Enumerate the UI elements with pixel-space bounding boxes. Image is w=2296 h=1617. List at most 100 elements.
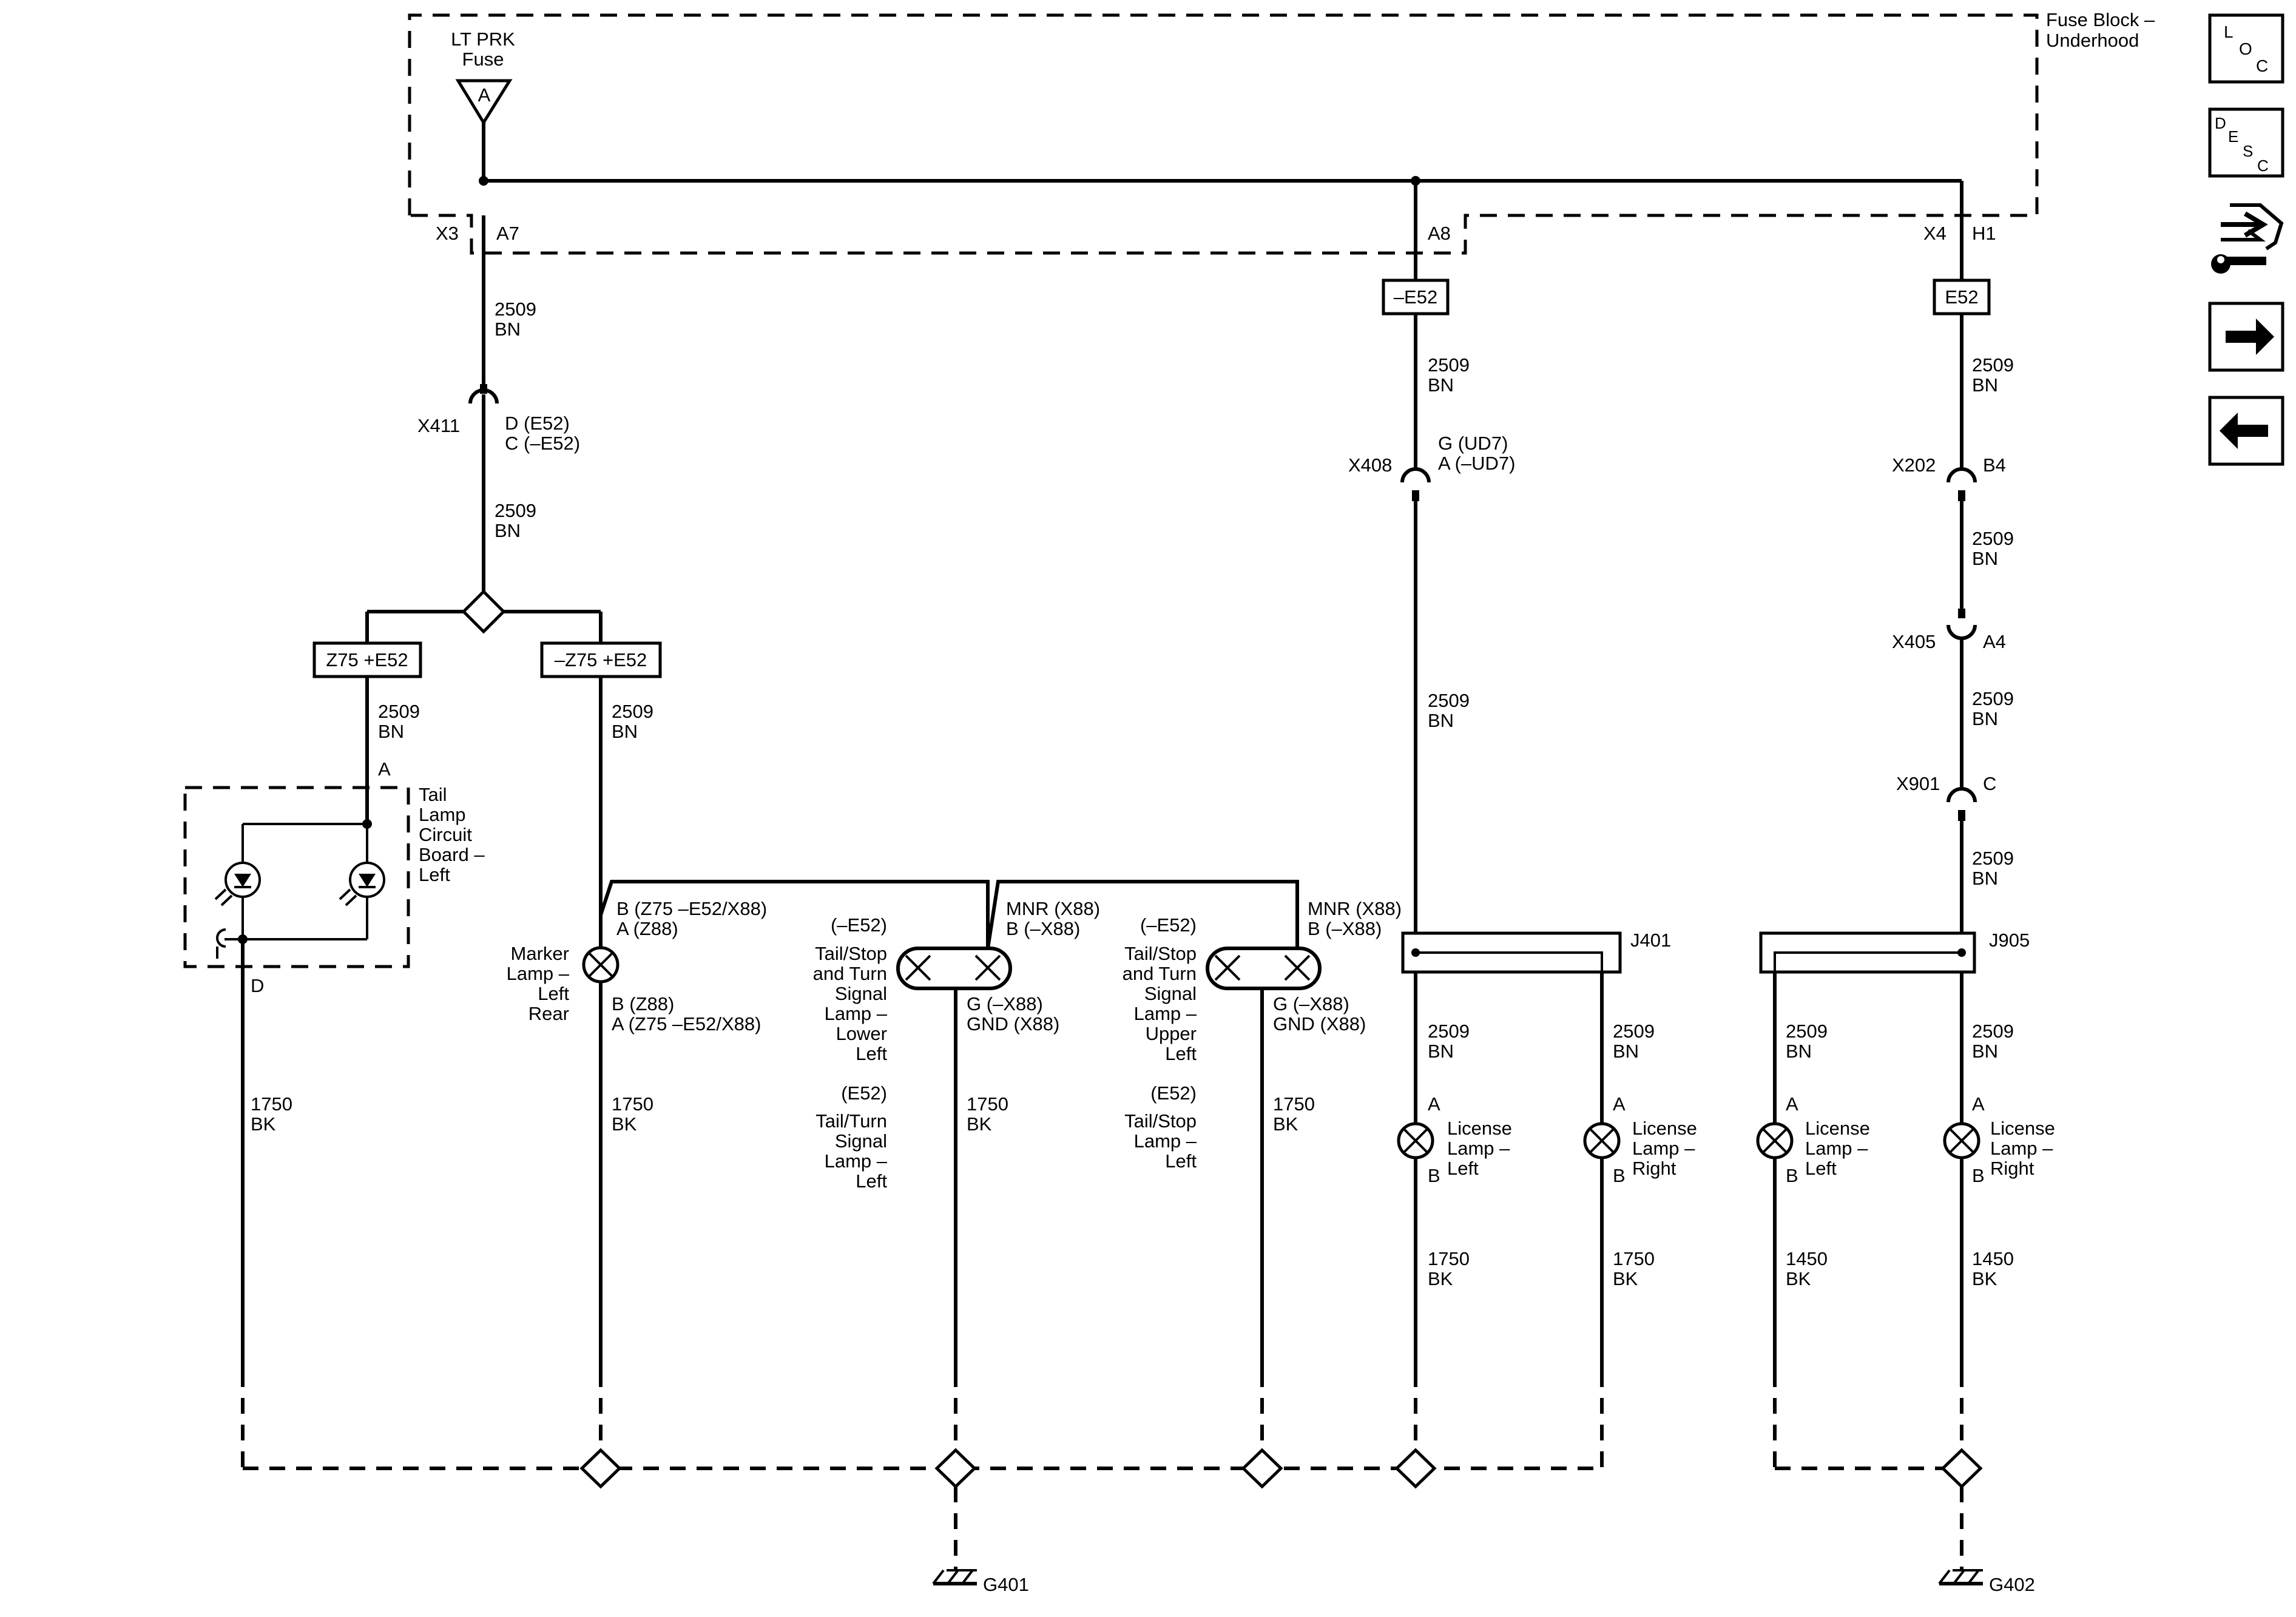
wire-circuit-label: 1750 [1428,1248,1470,1269]
license-lamp-left-label-2: Lamp – [1447,1138,1510,1159]
ground-g401-label: G401 [983,1574,1029,1595]
connector-x408-pin1: G (UD7) [1438,433,1508,454]
wire-circuit-label: 2509 [378,701,420,722]
upper-lamp-label2-2: Lamp – [1134,1130,1197,1152]
upper-lamp-opt2: (E52) [1150,1082,1197,1104]
wire-color-label: BK [1972,1268,1997,1289]
wire-circuit-label: 2509 [1972,848,2014,869]
upper-lamp-opt1: (–E52) [1140,914,1197,936]
lower-lamp-opt2: (E52) [841,1082,887,1104]
wire-circuit-label: 2509 [495,500,536,521]
option-box-label: E52 [1945,286,1978,308]
conn-x3-label: X3 [436,223,459,244]
license-lamp-pin-a: A [1972,1093,1985,1115]
previous-arrow-icon[interactable] [2208,396,2284,466]
wire-circuit-label: 2509 [1972,688,2014,709]
upper-lamp-label1-2: and Turn [1123,963,1197,984]
ground-bus-g401 [243,1448,1602,1570]
license-lamp-pin-a: A [1613,1093,1626,1115]
license-lamp-left-label-1: License [1447,1118,1512,1139]
marker-lamp-label-1: Marker [511,943,569,964]
wire-color-label: BN [1972,548,1998,569]
option-box-label: Z75 +E52 [326,649,408,670]
wire-color-label: BK [1786,1268,1811,1289]
license-lamp-right-label-3: Right [1990,1158,2034,1179]
lower-lamp-pin-top2: B (–X88) [1006,918,1080,939]
option-box-label: –E52 [1394,286,1437,308]
option-split-diamond [365,589,603,643]
wire-color-label: BN [495,319,521,340]
wire-color-label: BK [1613,1268,1638,1289]
fuse-block-title-line1: Fuse Block – [2046,9,2155,30]
lower-lamp-label1-4: Lamp – [825,1003,888,1024]
wire-circuit-label: 2509 [1428,1021,1470,1042]
marker-lamp-label-3: Left [538,983,569,1004]
tail-board-label-3: Circuit [419,824,472,845]
svg-text:E: E [2228,127,2238,146]
wire-color-label: BN [1428,374,1454,396]
marker-lamp-pin-top2: A (Z88) [616,918,678,939]
upper-lamp-pin-top1: MNR (X88) [1308,898,1402,919]
wire-color-label: BK [612,1113,637,1135]
upper-lamp-pin-bot2: GND (X88) [1273,1013,1366,1035]
marker-lamp-pin-top1: B (Z75 –E52/X88) [616,898,767,919]
wire-circuit-label: 2509 [1972,528,2014,549]
fuse-symbol: A [455,79,513,126]
ground-symbol-g401 [932,1569,977,1585]
license-lamp-right-label-2: Lamp – [1990,1138,2053,1159]
ground-g402-label: G402 [1989,1574,2035,1595]
lower-lamp-label2-3: Lamp – [825,1150,888,1172]
wire-circuit-label: 2509 [1428,354,1470,376]
splice-pack-j905 [1759,931,1976,977]
fuse-label-line1: LT PRK [451,29,515,50]
lower-lamp-label2-1: Tail/Turn [815,1110,887,1132]
connector-x411-name: X411 [417,415,460,436]
upper-lamp-label1-4: Lamp – [1134,1003,1197,1024]
wire-color-label: BN [1428,1041,1454,1062]
splice-j905-label: J905 [1989,930,2030,951]
wire-circuit-label: 2509 [1786,1021,1828,1042]
upper-lamp-pin-top2: B (–X88) [1308,918,1382,939]
connector-x405-name: X405 [1892,631,1936,652]
connector-x202-name: X202 [1892,454,1936,476]
license-lamp-pin-b: B [1786,1165,1798,1186]
next-arrow-icon[interactable] [2208,302,2284,372]
license-lamp-left-label-2: Lamp – [1805,1138,1868,1159]
wire-color-label: BN [1972,1041,1998,1062]
wire-circuit-label: 1450 [1786,1248,1828,1269]
svg-text:L: L [2224,22,2234,41]
marker-lamp-bulb [582,946,620,984]
upper-lamp-label1-6: Left [1165,1043,1197,1064]
connector-tool-icon[interactable] [2211,203,2284,274]
option-box-neg-z75-e52: –Z75 +E52 [540,641,662,678]
lower-lamp-pin-top1: MNR (X88) [1006,898,1100,919]
wire [986,880,1299,949]
description-icon[interactable]: D E S C [2208,107,2284,178]
lower-lamp-label1-5: Lower [836,1023,887,1044]
lower-lamp-label1-3: Signal [835,983,887,1004]
marker-lamp-label-4: Rear [528,1003,569,1024]
tail-board-pin-a: A [378,758,391,780]
location-icon[interactable]: L O C [2208,13,2284,84]
wire-color-label: BK [1428,1268,1453,1289]
upper-lamp-label2-3: Left [1165,1150,1197,1172]
license-lamp-right-1 [1583,1122,1621,1160]
license-lamp-left-label-1: License [1805,1118,1870,1139]
wire-circuit-label: 1750 [1613,1248,1655,1269]
wire-color-label: BN [378,721,404,742]
wire-circuit-label: 1750 [251,1093,292,1115]
lower-lamp-opt1: (–E52) [831,914,887,936]
connector-x901-name: X901 [1896,773,1940,794]
tail-lamp-circuit-board [183,786,410,968]
lower-lamp-pin-bot1: G (–X88) [967,993,1043,1014]
fuse-terminal-label: A [478,84,491,106]
wire-color-label: BN [1972,708,1998,729]
connector-x202-pin: B4 [1983,454,2006,476]
wire [599,880,990,948]
wire-circuit-label: 2509 [1428,690,1470,711]
conn-x4-label: X4 [1923,223,1947,244]
license-lamp-pin-b: B [1613,1165,1626,1186]
wire-circuit-label: 2509 [495,299,536,320]
wire-circuit-label: 2509 [1972,354,2014,376]
